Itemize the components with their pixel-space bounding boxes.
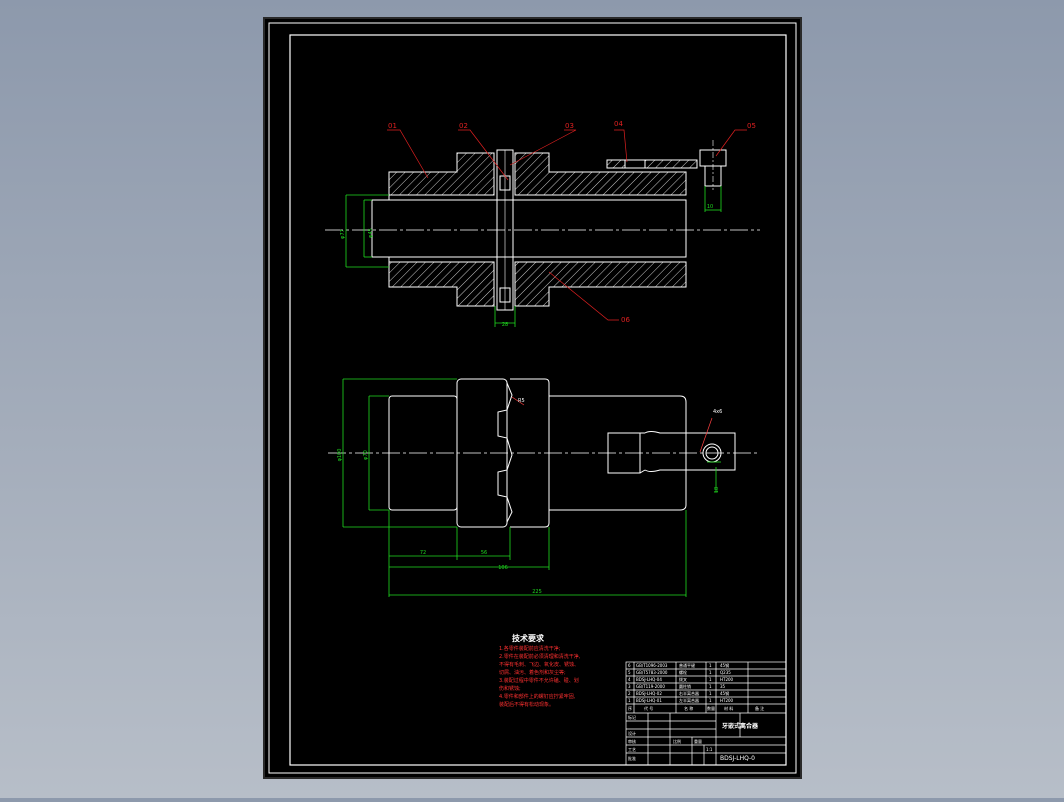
bom-row: 1 (709, 691, 712, 696)
bom-row: BDSJ-LHQ-04 (636, 677, 662, 682)
dim-77: φ77 (340, 229, 346, 239)
dim-106: 106 (498, 565, 508, 571)
dim-28: 28 (502, 322, 508, 328)
bom-row: 螺栓 (679, 669, 687, 675)
weight-label: 重量 (694, 738, 702, 744)
bom-row: 右半离合器 (679, 690, 699, 696)
bom-row: BDSJ-LHQ-01 (636, 698, 662, 703)
bom-row: 4 (628, 677, 631, 682)
side-label: 审核 (628, 738, 636, 744)
bom-row: 1 (709, 684, 712, 689)
right-half-upper (514, 152, 687, 196)
bom-row: 1 (709, 670, 712, 675)
bom-row: 6 (628, 663, 631, 668)
tech-line: 3.装配过程中零件不允许磕、碰、划 (499, 677, 579, 684)
bom-row: 1 (709, 663, 712, 668)
bom-row: 5 (628, 670, 631, 675)
dim-72: 72 (420, 550, 426, 556)
bom-row: GB/T5783-2000 (636, 670, 668, 675)
jaw-teeth (497, 382, 513, 523)
tech-line: 伤和锈蚀; (499, 685, 521, 692)
dim-56: 56 (481, 550, 487, 556)
balloon-03: 03 (565, 122, 574, 130)
bom-header: 备 注 (755, 705, 764, 711)
bom-row: GB/T119-2000 (636, 684, 665, 689)
bom-row: 普通平键 (679, 662, 695, 668)
tech-title: 技术要求 (512, 633, 545, 643)
right-shaft (549, 395, 687, 511)
bom-row: 左半离合器 (679, 697, 699, 703)
side-label: 批准 (628, 755, 636, 761)
bom-row: 拨叉 (679, 676, 687, 682)
tech-line: 不得有毛刺、飞边、氧化皮、锈蚀、 (499, 661, 579, 668)
bom-header: 序 (628, 705, 632, 711)
bom-row: HT200 (720, 677, 734, 682)
dim-45: φ45 (368, 228, 374, 238)
bom-header: 名 称 (684, 705, 693, 711)
bom-row: 圆柱销 (679, 683, 691, 689)
outer-frame (268, 22, 797, 774)
technical-requirements: 技术要求 1.各零件装配前应清洗干净; 2.零件在装配前必须清理和清洗干净, 不… (499, 633, 581, 708)
bom-row: 1 (709, 677, 712, 682)
tech-line: 2.零件在装配前必须清理和清洗干净, (499, 653, 581, 660)
bore-outline (371, 199, 687, 258)
bom-row: 3 (628, 684, 631, 689)
section-view: φ77 φ45 28 10 01 02 03 04 05 06 (325, 120, 760, 328)
bom-header: 材 料 (724, 705, 733, 711)
bom-row: BDSJ-LHQ-02 (636, 691, 662, 696)
title-block (625, 661, 787, 766)
note-4x6: 4x6 (713, 409, 722, 415)
part-name: 牙嵌式离合器 (722, 722, 759, 730)
inner-frame (289, 34, 787, 766)
bom-header: 代 号 (644, 705, 653, 711)
bom-row: 1 (709, 698, 712, 703)
dim-10: 10 (707, 204, 713, 210)
balloon-04: 04 (614, 120, 623, 128)
balloon-02: 02 (459, 122, 468, 130)
dim-225: 225 (532, 589, 542, 595)
bom-header: 数量 (707, 705, 715, 711)
balloon-05: 05 (747, 122, 756, 130)
bom-row: 45钢 (720, 690, 729, 696)
scale-label: 比例 (673, 738, 681, 744)
outside-view (328, 378, 757, 528)
bom-row: 1 (628, 698, 631, 703)
bom-row: 35 (720, 684, 726, 689)
bom-row: 45钢 (720, 662, 729, 668)
balloon-01: 01 (388, 122, 397, 130)
dim-70: φ70 (363, 450, 369, 460)
tech-line: 4.零件和部件上的螺钉应拧紧牢固, (499, 693, 576, 700)
bom-row: HT200 (720, 698, 734, 703)
left-half-lower (388, 261, 495, 307)
side-label: 工艺 (628, 747, 636, 752)
side-label: 标记 (628, 714, 636, 720)
balloon-06: 06 (621, 316, 630, 324)
dim-100: φ100 (337, 449, 343, 462)
shift-fork (606, 159, 698, 169)
tech-line: 1.各零件装配前应清洗干净; (499, 645, 561, 652)
bom-row: Q235 (720, 670, 731, 675)
tech-line: 装配后不得有松动现象。 (499, 701, 554, 708)
rough-5: R5 (518, 398, 525, 404)
bom-row: GB/T1096-2003 (636, 663, 668, 668)
bom-row: 2 (628, 691, 631, 696)
scale-value: 1:1 (706, 747, 713, 752)
drawing-sheet (263, 17, 802, 779)
dim-18: 18 (714, 487, 720, 493)
side-label: 设计 (628, 730, 636, 736)
tech-line: 切屑、油污、着色剂和灰尘等; (499, 669, 566, 676)
drawing-number: BDSJ-LHQ-0 (720, 755, 755, 762)
